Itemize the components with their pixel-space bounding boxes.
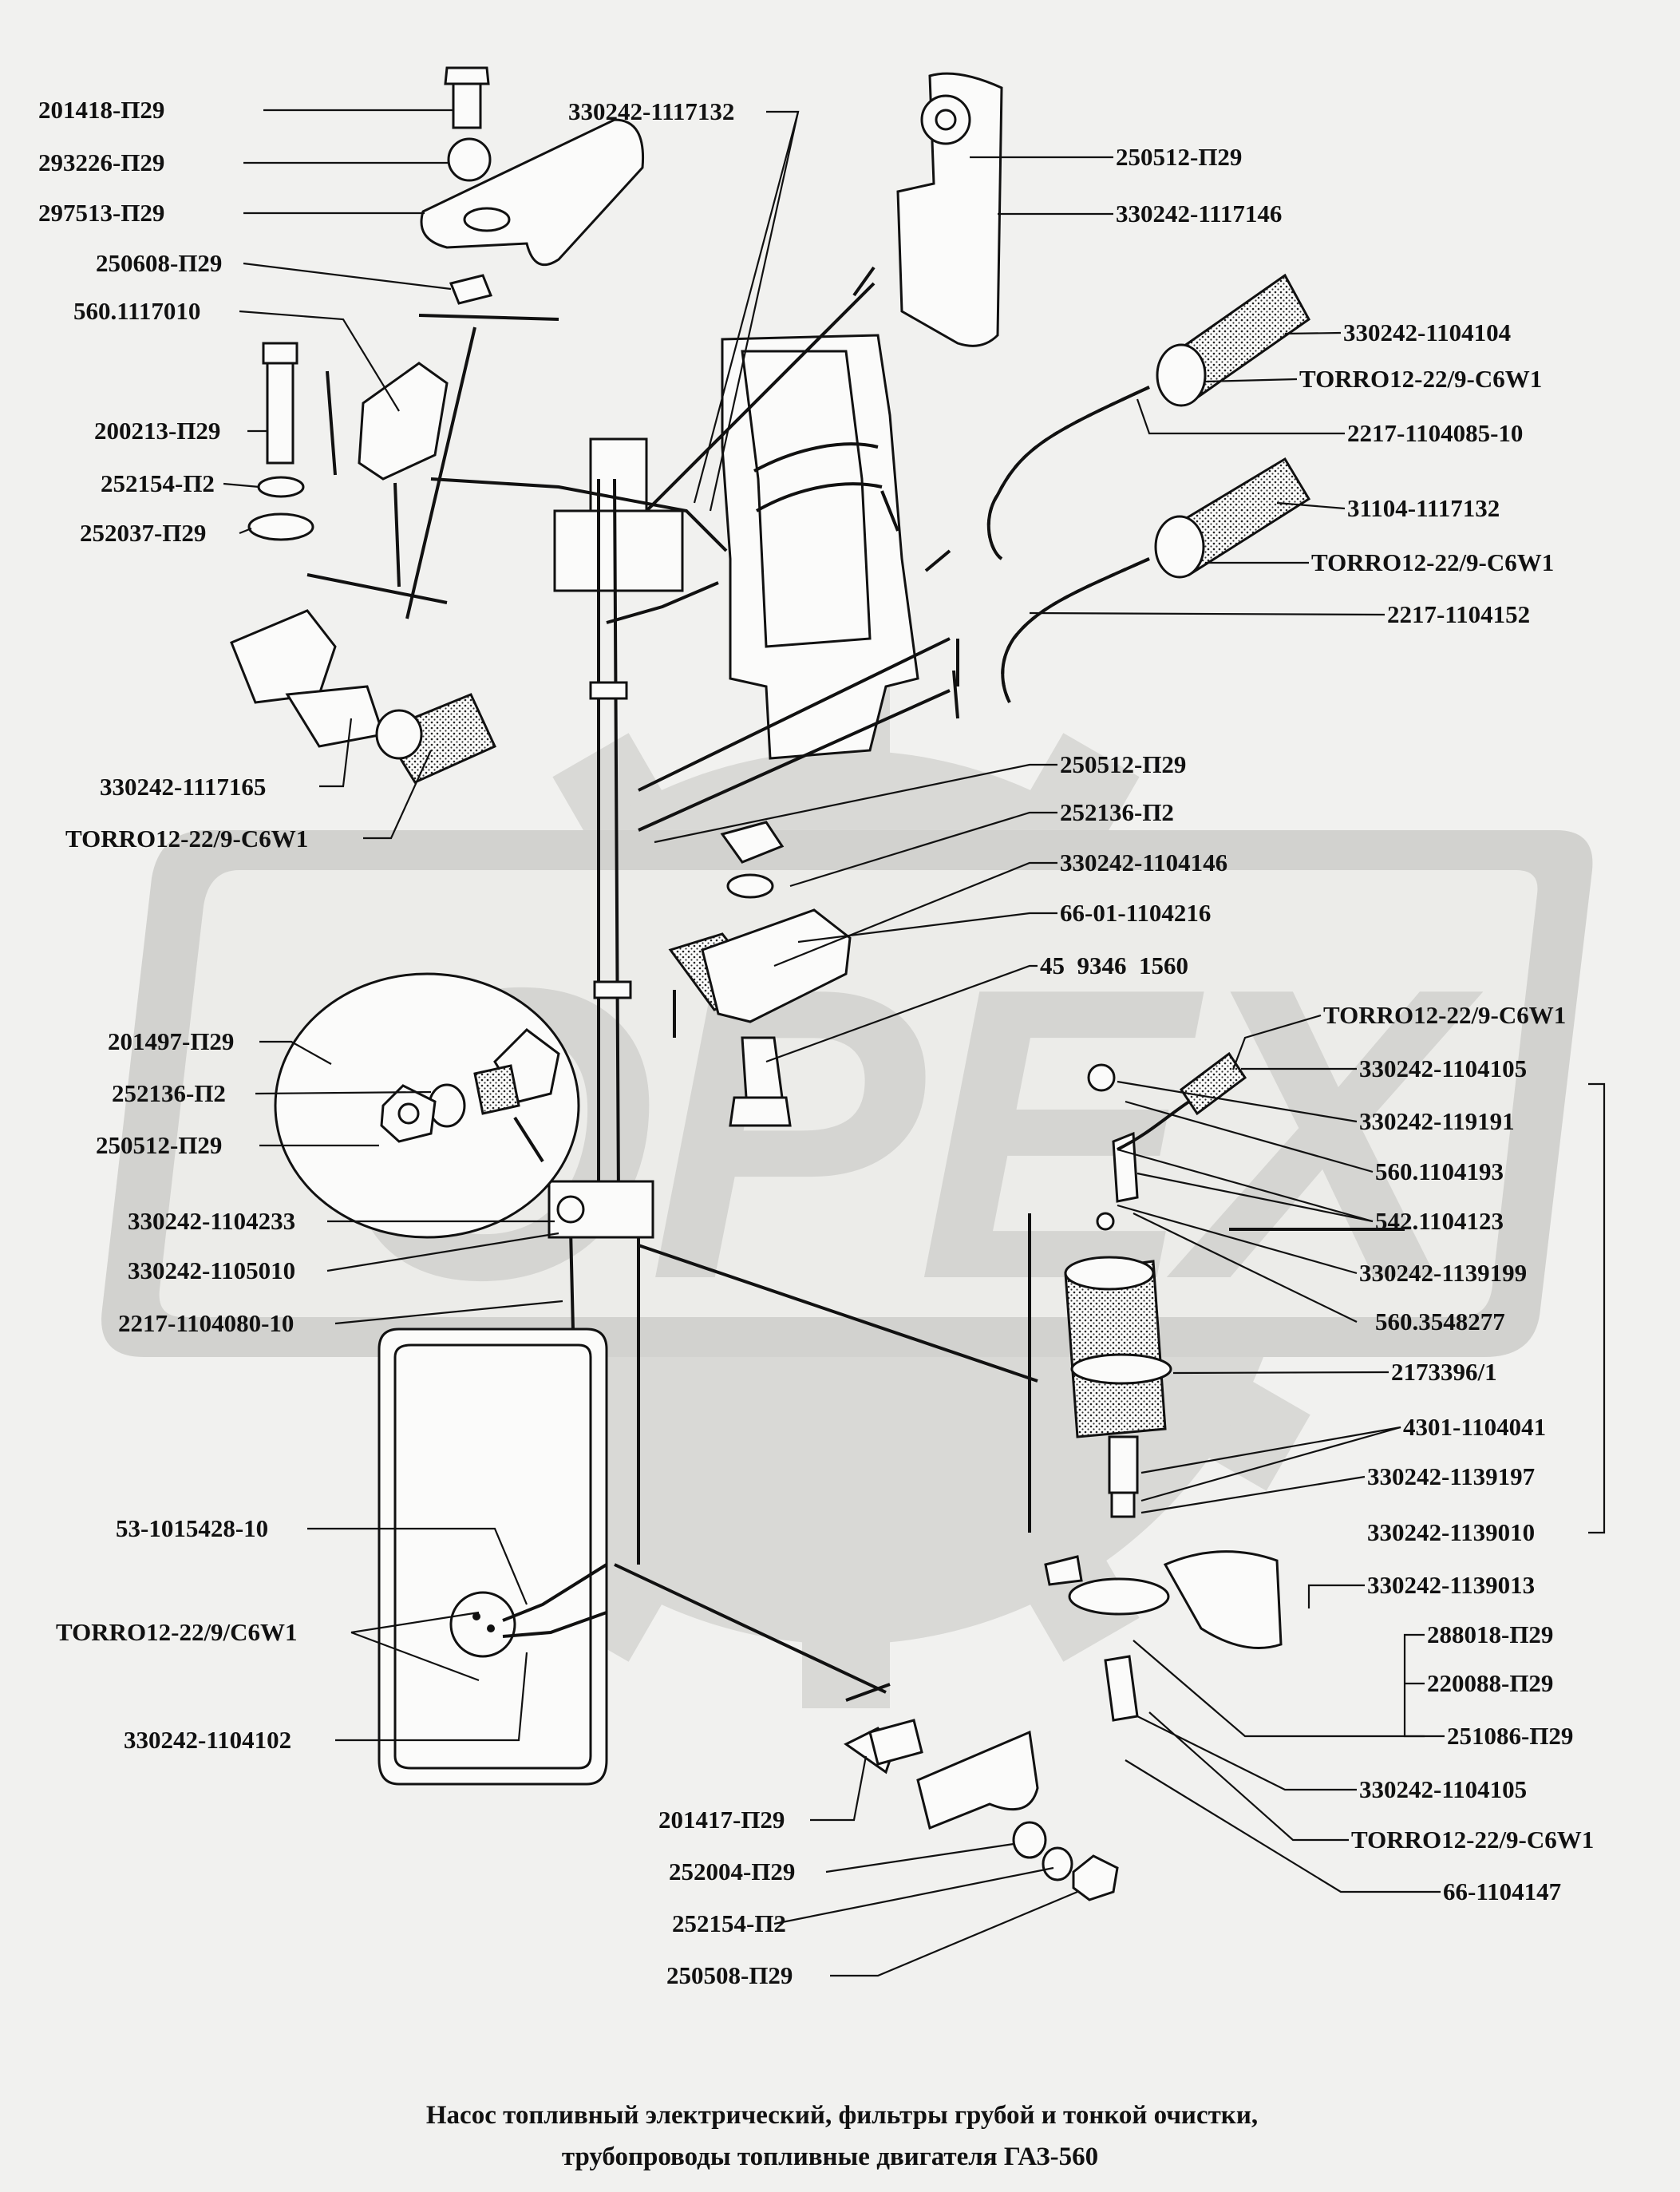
label-torro-right-2: TORRO12-22/9-C6W1 <box>1311 548 1554 576</box>
label-31104-1117132: 31104-1117132 <box>1347 494 1500 522</box>
label-330242-1139013: 330242-1139013 <box>1367 1571 1535 1599</box>
diagram-caption: Насос топливный электрический, фильтры г… <box>426 2101 1258 2171</box>
label-330242-1139197: 330242-1139197 <box>1367 1462 1535 1490</box>
filter-clamp <box>1044 1550 1283 1722</box>
label-201497-p29: 201497-П29 <box>108 1027 234 1055</box>
label-330242-1117132: 330242-1117132 <box>568 97 734 125</box>
label-201418-p29: 201418-П29 <box>38 96 164 124</box>
section-lines <box>306 266 1405 1702</box>
label-torro-left-upper: TORRO12-22/9-C6W1 <box>65 825 308 853</box>
top-bracket-assembly <box>420 66 645 305</box>
label-330242-1104146: 330242-1104146 <box>1060 849 1227 876</box>
leader-lines <box>223 109 1606 1977</box>
label-4301-1104041: 4301-1104041 <box>1403 1413 1546 1441</box>
label-53-1015428-10: 53-1015428-10 <box>116 1514 268 1542</box>
label-250608-p29: 250608-П29 <box>96 249 222 277</box>
label-330242-1104105-b: 330242-1104105 <box>1359 1775 1527 1803</box>
label-330242-119191: 330242-119191 <box>1359 1107 1515 1135</box>
fuel-pump-assembly <box>230 342 496 784</box>
label-252154-p2: 252154-П2 <box>101 469 215 497</box>
label-330242-1104105-a: 330242-1104105 <box>1359 1054 1527 1082</box>
label-330242-1104233: 330242-1104233 <box>128 1207 295 1235</box>
label-330242-1117146: 330242-1117146 <box>1116 200 1282 228</box>
label-560-3548277: 560.3548277 <box>1375 1308 1505 1335</box>
label-293226-p29: 293226-П29 <box>38 148 164 176</box>
label-2217-1104085-10: 2217-1104085-10 <box>1347 419 1523 447</box>
label-542-1104123: 542.1104123 <box>1375 1207 1504 1235</box>
label-252136-p2-left: 252136-П2 <box>112 1079 226 1107</box>
label-220088-p29: 220088-П29 <box>1427 1669 1553 1697</box>
label-torro-filter: TORRO12-22/9-C6W1 <box>1323 1001 1566 1029</box>
label-200213-p29: 200213-П29 <box>94 417 220 445</box>
label-330242-1139199: 330242-1139199 <box>1359 1259 1527 1287</box>
label-201417-p29: 201417-П29 <box>658 1806 785 1834</box>
label-252136-p2-mid: 252136-П2 <box>1060 798 1174 826</box>
label-297513-p29: 297513-П29 <box>38 199 164 227</box>
label-250508-p29: 250508-П29 <box>666 1961 793 1989</box>
part-labels: 201418-П29 293226-П29 297513-П29 250608-… <box>38 96 1594 1989</box>
label-330242-1139010: 330242-1139010 <box>1367 1518 1535 1546</box>
label-45-9346-1560: 45 9346 1560 <box>1040 952 1188 979</box>
caption-line-2: трубопроводы топливные двигателя ГАЗ-560 <box>562 2143 1098 2171</box>
label-2173396-1: 2173396/1 <box>1391 1358 1497 1386</box>
label-252154-p2-bottom: 252154-П2 <box>672 1909 786 1937</box>
right-bracket <box>896 72 1003 347</box>
label-250512-p29-top: 250512-П29 <box>1116 143 1242 171</box>
label-330242-1105010: 330242-1105010 <box>128 1256 295 1284</box>
label-252004-p29: 252004-П29 <box>669 1858 795 1885</box>
label-330242-1104102: 330242-1104102 <box>124 1726 291 1754</box>
label-2217-1104080-10: 2217-1104080-10 <box>118 1309 294 1337</box>
label-torro-tank: TORRO12-22/9/C6W1 <box>56 1618 298 1646</box>
label-560-1117010: 560.1117010 <box>73 297 200 325</box>
label-560-1104193: 560.1104193 <box>1375 1157 1504 1185</box>
label-torro-bottom-right: TORRO12-22/9-C6W1 <box>1351 1826 1594 1854</box>
label-250512-p29-left: 250512-П29 <box>96 1131 222 1159</box>
center-bracket <box>668 821 852 1127</box>
label-330242-1117165: 330242-1117165 <box>100 773 266 801</box>
label-torro-right-1: TORRO12-22/9-C6W1 <box>1299 365 1542 393</box>
left-fasteners <box>274 972 580 1239</box>
caption-line-1: Насос топливный электрический, фильтры г… <box>426 2101 1258 2130</box>
label-2217-1104152: 2217-1104152 <box>1387 600 1530 628</box>
fuel-filter <box>1064 1051 1247 1518</box>
bottom-fasteners <box>844 1719 1119 1901</box>
label-252037-p29: 252037-П29 <box>80 519 206 547</box>
label-66-1104147: 66-1104147 <box>1443 1877 1561 1905</box>
upper-hoses <box>986 273 1311 703</box>
label-288018-p29: 288018-П29 <box>1427 1620 1553 1648</box>
label-250512-p29-mid: 250512-П29 <box>1060 750 1186 778</box>
fuel-tank <box>378 1327 608 1786</box>
label-66-01-1104216: 66-01-1104216 <box>1060 899 1211 927</box>
label-251086-p29: 251086-П29 <box>1447 1722 1573 1750</box>
label-330242-1104104: 330242-1104104 <box>1343 319 1511 346</box>
